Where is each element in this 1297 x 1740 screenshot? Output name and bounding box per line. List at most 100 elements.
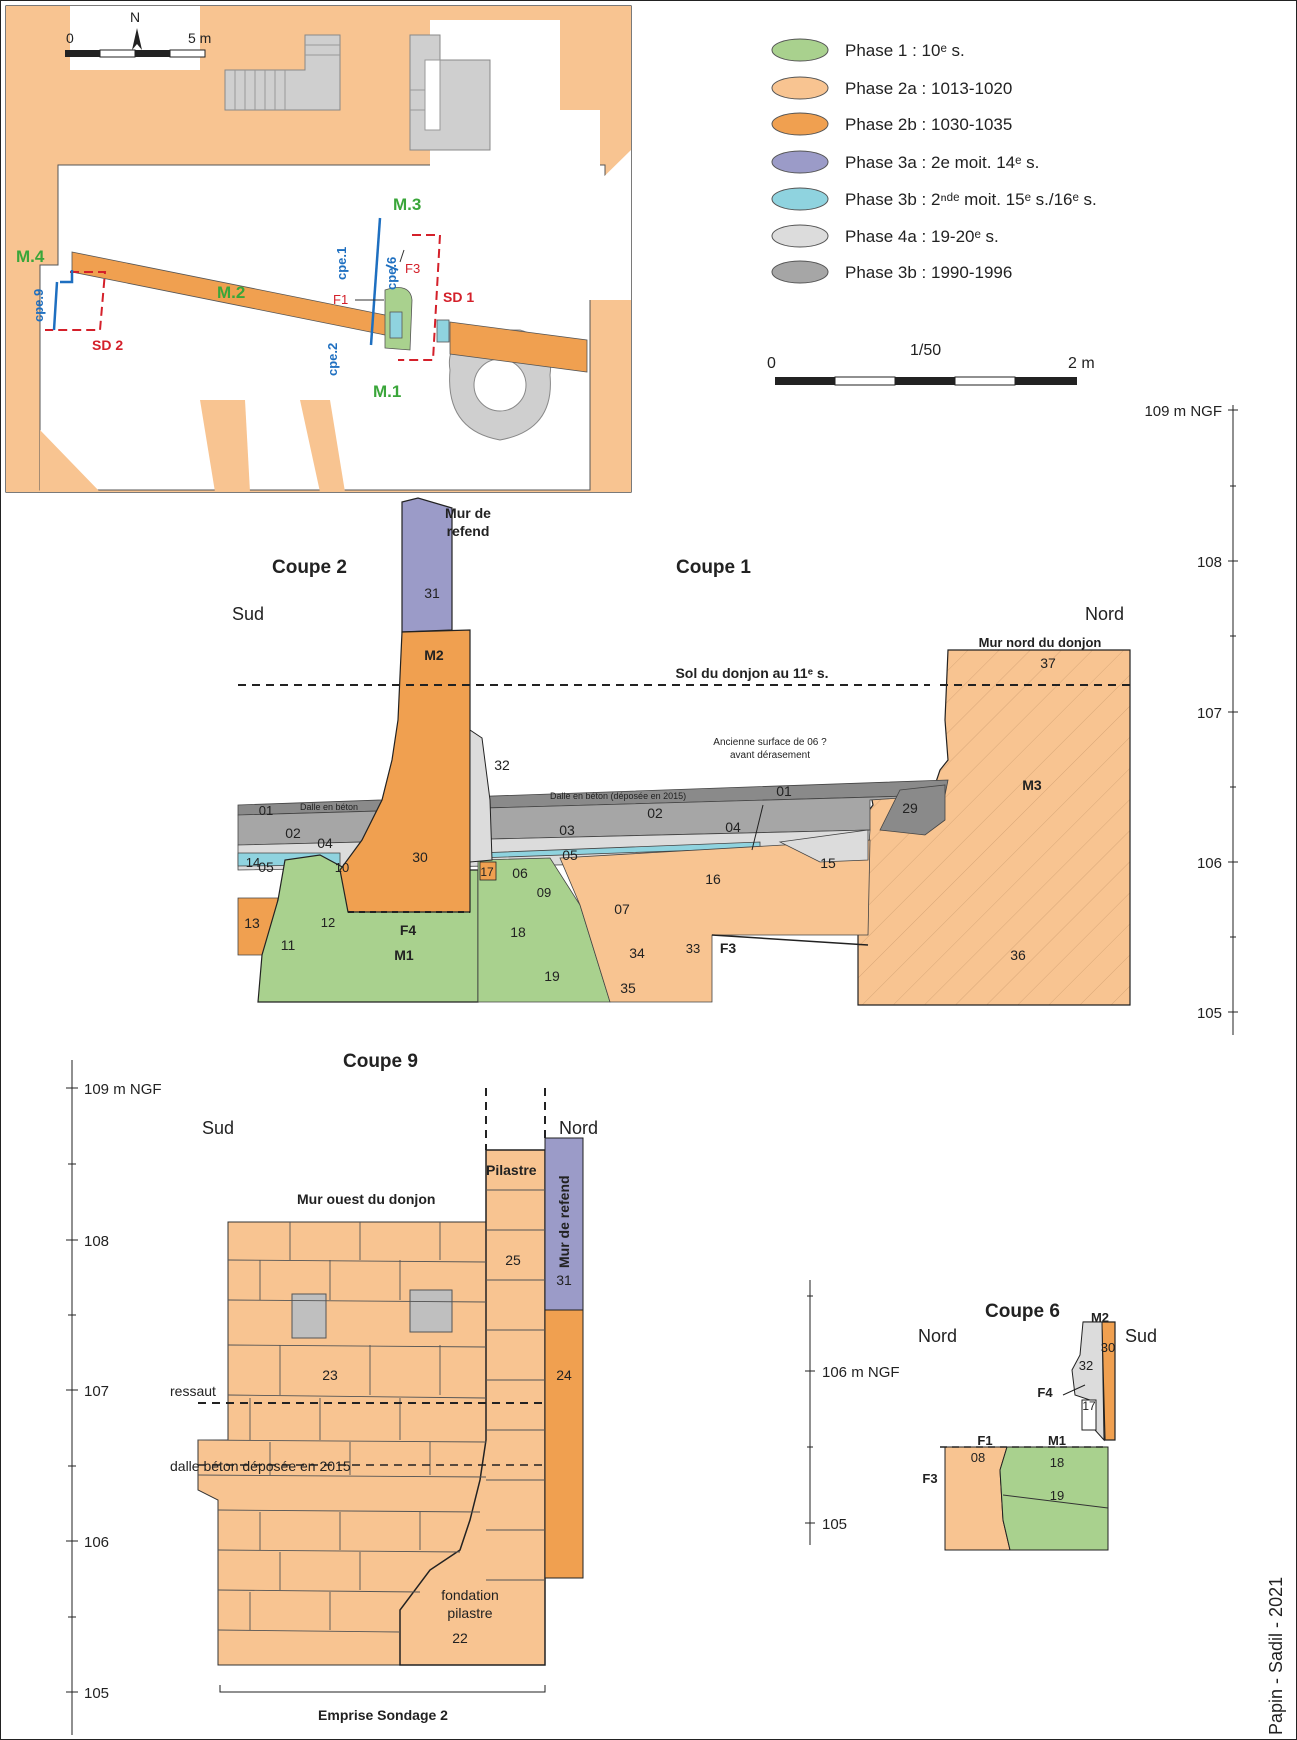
c6-boundary	[1002, 1494, 1109, 1509]
plan-label-cpe1: cpe.1	[334, 247, 349, 280]
legend-swatch	[771, 187, 829, 211]
unit-label-u08: 08	[971, 1450, 985, 1465]
label-mur-refend-c9: Mur de refend	[556, 1175, 572, 1268]
grey-stone	[409, 1289, 453, 1333]
scale-end: 2 m	[1068, 355, 1095, 372]
unit-label-u35: 35	[620, 980, 636, 996]
f3-line	[711, 934, 869, 946]
unit-label-u12: 12	[321, 915, 335, 930]
plan-label-cpe2: cpe.2	[325, 343, 340, 376]
title-coupe-6: Coupe 6	[985, 1301, 1060, 1322]
plan-cpe9-line	[60, 270, 74, 284]
c6-m1	[999, 1446, 1109, 1551]
plan-f3-leader	[399, 249, 405, 263]
axis-label: 108	[1197, 554, 1222, 571]
label-sud-c6: Sud	[1125, 1326, 1157, 1346]
label-nord-c6: Nord	[918, 1326, 957, 1346]
unit-label-u33: 33	[686, 941, 700, 956]
unit-label-u04a: 04	[317, 835, 333, 851]
plan-pillar	[300, 400, 345, 492]
annotation-line-2: avant dérasement	[730, 750, 810, 761]
legend-label: Phase 3b : 2ⁿᵈᵉ moit. 15ᵉ s./16ᵉ s.	[845, 190, 1097, 209]
layer-07-16-34-35	[559, 839, 871, 1003]
wall-m2	[339, 629, 471, 913]
unit-label-u17: 17	[480, 865, 494, 879]
legend-swatch	[771, 112, 829, 136]
unit-label-m1: M1	[394, 947, 414, 963]
unit-label-u04b: 04	[725, 819, 741, 835]
plan-cpe9-line	[52, 281, 59, 331]
plan-label-m2: M.2	[217, 283, 245, 302]
unit-label-u29: 29	[902, 800, 918, 816]
unit-label-f3: F3	[922, 1471, 937, 1486]
legend-label: Phase 2a : 1013-1020	[845, 79, 1012, 98]
unit-label-u15: 15	[820, 855, 836, 871]
plan-label-sd2: SD 2	[92, 337, 123, 353]
unit-label-u13: 13	[244, 915, 260, 931]
label-nord-c9: Nord	[559, 1118, 598, 1138]
wall-31	[401, 497, 453, 633]
plan-label-cpe9: cpe.9	[31, 289, 46, 322]
plan-label-m3: M.3	[393, 195, 421, 214]
scale-ratio: 1/50	[910, 342, 941, 359]
north-arrow-icon: N	[130, 9, 142, 50]
unit-label-u31: 31	[424, 585, 440, 601]
label-dalle-beton: dalle béton déposée en 2015	[170, 1458, 351, 1474]
unit-label-u30: 30	[1101, 1340, 1115, 1355]
unit-label-u22: 22	[452, 1630, 468, 1646]
plan-cpe6-line	[385, 264, 399, 271]
legend: Phase 1 : 10ᵉ s.Phase 2a : 1013-1020Phas…	[771, 38, 1097, 284]
unit-label-f1: F1	[977, 1433, 992, 1448]
unit-label-u03: 03	[559, 822, 575, 838]
annotation-line-1: Ancienne surface de 06 ?	[713, 737, 827, 748]
legend-swatch	[771, 76, 829, 100]
plan-pillar	[40, 430, 100, 492]
title-coupe-1: Coupe 1	[676, 557, 751, 578]
unit-label-u34: 34	[629, 945, 645, 961]
unit-label-u05a: 05	[258, 859, 274, 875]
unit-label-u25: 25	[505, 1252, 521, 1268]
axis-label: 107	[1197, 705, 1222, 722]
section-coupe-6: 106 m NGF 105 Coupe 6 Nord Sud M23032F41…	[805, 1280, 1157, 1551]
label-emprise: Emprise Sondage 2	[318, 1707, 448, 1723]
legend-label: Phase 2b : 1030-1035	[845, 115, 1012, 134]
label-pilastre: Pilastre	[486, 1162, 537, 1178]
unit-label-u23: 23	[322, 1367, 338, 1383]
label-fondation: fondation	[441, 1587, 499, 1603]
label-dalle-left: Dalle en béton	[300, 802, 358, 812]
c6-f4-leader	[1062, 1384, 1086, 1396]
plan-sd1-outline	[398, 234, 442, 361]
unit-label-u30: 30	[412, 849, 428, 865]
layer-29	[879, 784, 946, 836]
axis-label: 109 m NGF	[1144, 403, 1222, 420]
label-pilastre-fond: pilastre	[447, 1605, 492, 1621]
plan-scale-start: 0	[66, 30, 74, 46]
legend-swatch	[771, 150, 829, 174]
legend-swatch	[771, 260, 829, 284]
grey-stone	[291, 1293, 327, 1339]
axis-label: 106	[1197, 855, 1222, 872]
altitude-axis-left: 109 m NGF 108 107 106 105	[66, 1060, 162, 1735]
axis-label: 108	[84, 1233, 109, 1250]
unit-label-m1: M1	[1048, 1433, 1066, 1448]
unit-label-m3: M3	[1022, 777, 1042, 793]
scale-start: 0	[767, 355, 776, 372]
axis-label: 106	[84, 1534, 109, 1551]
unit-label-u18: 18	[1050, 1455, 1064, 1470]
label-mur-refend-1: Mur de	[445, 505, 491, 521]
plan-cutout	[580, 150, 631, 300]
unit-label-u31: 31	[556, 1272, 572, 1288]
legend-swatch	[771, 38, 829, 62]
label-ressaut: ressaut	[170, 1383, 216, 1399]
altitude-axis-c6: 106 m NGF 105	[805, 1280, 900, 1545]
wall-24	[544, 1309, 584, 1579]
axis-label: 106 m NGF	[822, 1364, 900, 1381]
site-plan: 0 5 m N M.4 M.3 M.2 M.1 SD 1 SD 2 F1 F3 …	[5, 5, 632, 493]
unit-label-u07: 07	[614, 901, 630, 917]
legend-label: Phase 3b : 1990-1996	[845, 263, 1012, 282]
unit-label-u09: 09	[537, 885, 551, 900]
c6-layer-17	[1081, 1399, 1097, 1431]
